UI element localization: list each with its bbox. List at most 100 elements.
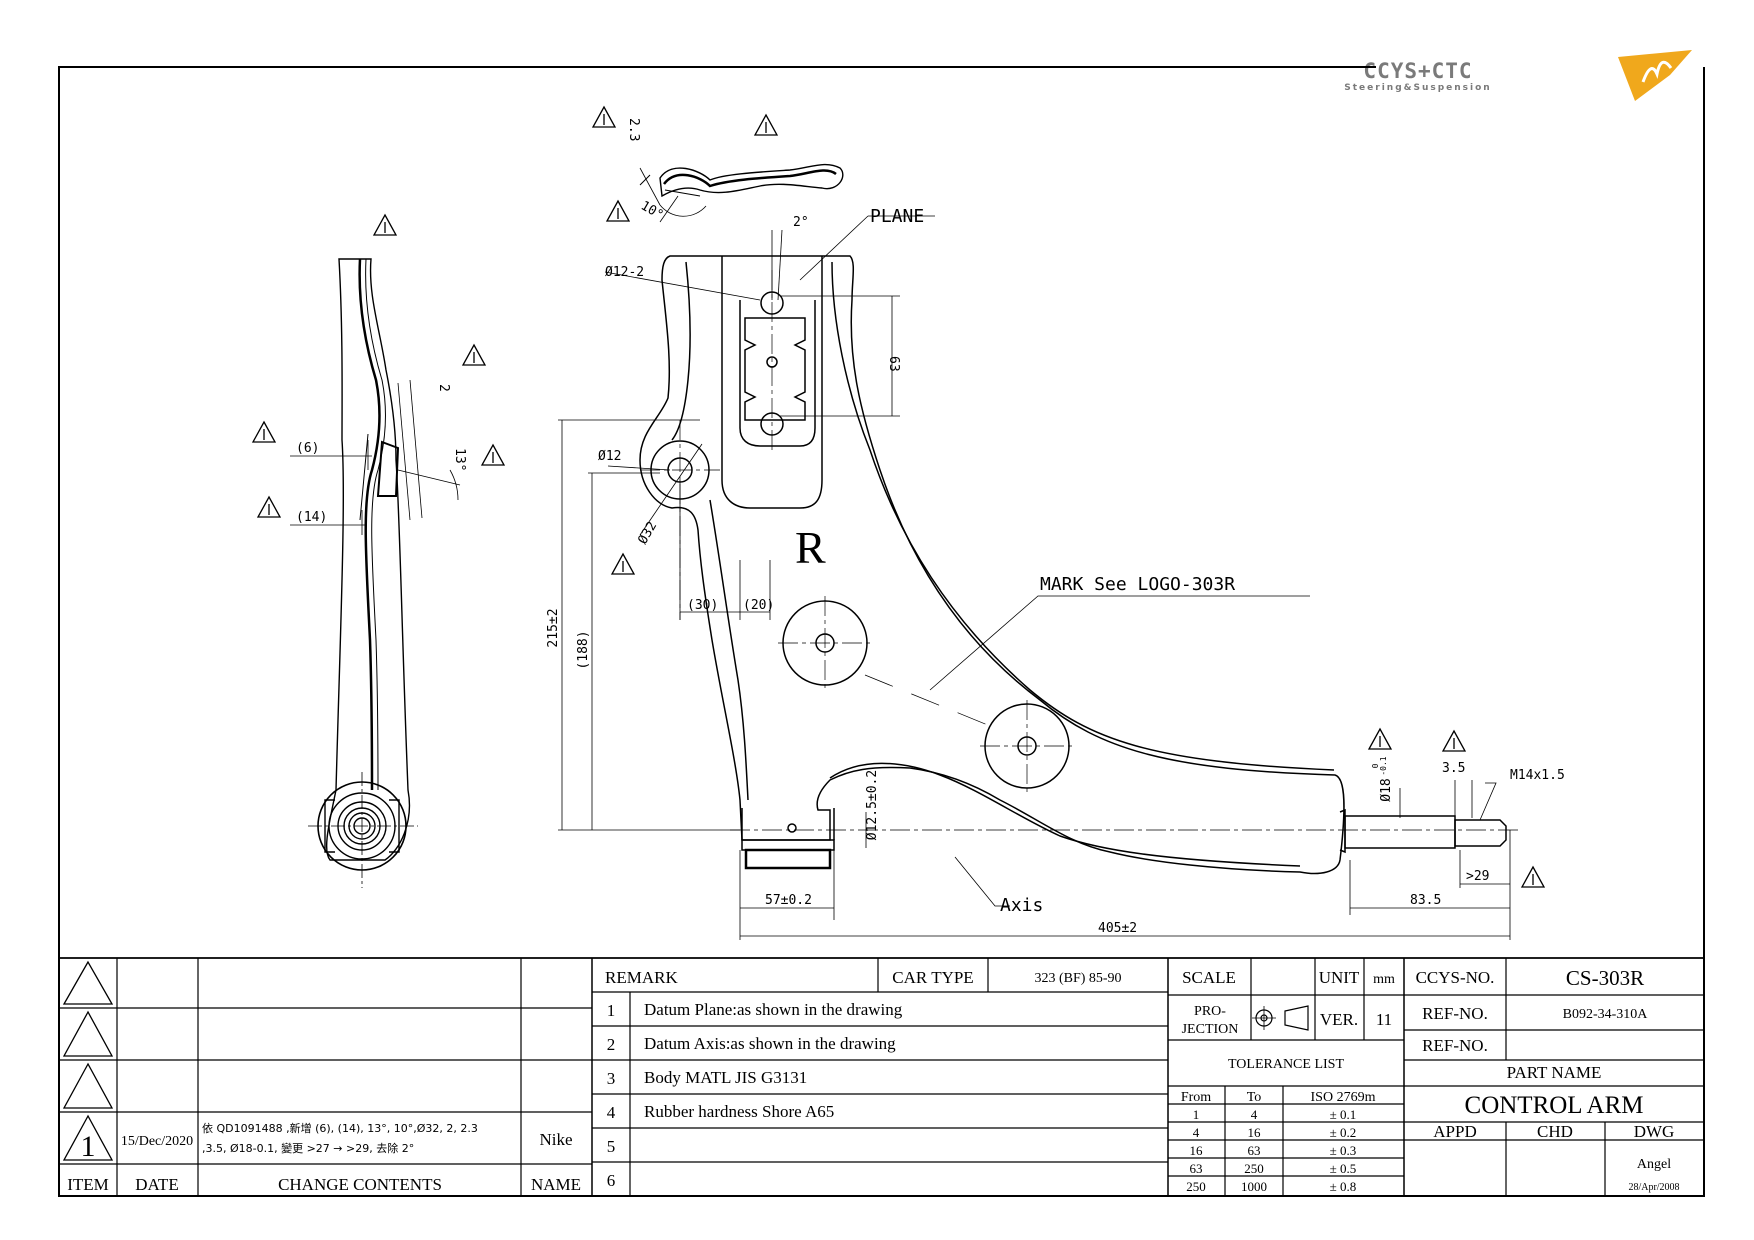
logo-brand: CCYS+CTC xyxy=(1363,59,1472,83)
part-name-value: CONTROL ARM xyxy=(1465,1092,1644,1119)
dia-18: Ø18 xyxy=(1379,778,1394,801)
remark-number: 4 xyxy=(607,1103,616,1122)
remark-number: 6 xyxy=(607,1171,616,1190)
remark-text: Rubber hardness Shore A65 xyxy=(644,1102,834,1121)
angle-13: 13° xyxy=(452,448,467,471)
angle-2: 2° xyxy=(793,215,809,230)
rev-date: 15/Dec/2020 xyxy=(121,1134,193,1149)
tol-from: 1 xyxy=(1193,1107,1200,1122)
ref-no-value: B092-34-310A xyxy=(1563,1007,1649,1022)
tolerance-title: TOLERANCE LIST xyxy=(1228,1057,1344,1072)
dim-188: (188) xyxy=(576,630,591,669)
tol-value: ± 0.1 xyxy=(1330,1107,1357,1122)
dia-12-5: Ø12.5±0.2 xyxy=(865,770,880,840)
unit-label: UNIT xyxy=(1319,968,1360,987)
plane-label: PLANE xyxy=(870,206,924,227)
tol-to: 4 xyxy=(1251,1107,1258,1122)
revision-triangle-icons xyxy=(62,960,114,1161)
dia-32: Ø32 xyxy=(635,519,660,547)
drawn-by: Angel xyxy=(1637,1157,1671,1172)
dia-18-tol-upper: 0 xyxy=(1371,763,1380,768)
rev-change-line1: 依 QD1091488 ,新增 (6), (14), 13°, 10°,Ø32,… xyxy=(202,1121,478,1135)
hole-12: Ø12 xyxy=(598,449,621,464)
ccys-no-value: CS-303R xyxy=(1566,966,1644,990)
logo-emblem-icon xyxy=(1618,50,1692,101)
dwg-label: DWG xyxy=(1634,1122,1675,1141)
dim-30: (30) xyxy=(687,598,718,613)
dim-83-5: 83.5 xyxy=(1410,893,1441,908)
dim-405: 405±2 xyxy=(1098,921,1137,936)
rev-header-name: NAME xyxy=(531,1175,581,1194)
rev-name: Nike xyxy=(539,1130,572,1149)
car-type-label: CAR TYPE xyxy=(892,968,973,987)
rev-header-date: DATE xyxy=(135,1175,178,1194)
scale-label: SCALE xyxy=(1182,968,1236,987)
ref-no-label-2: REF-NO. xyxy=(1422,1036,1488,1055)
projection-symbol-icon xyxy=(1252,1005,1309,1031)
tol-header-std: ISO 2769m xyxy=(1311,1090,1376,1105)
ccys-no-label: CCYS-NO. xyxy=(1416,968,1495,987)
projection-label-line1: PRO- xyxy=(1194,1004,1226,1019)
ver-value: 11 xyxy=(1376,1010,1392,1029)
tol-to: 1000 xyxy=(1241,1179,1267,1194)
tol-value: ± 0.3 xyxy=(1330,1143,1357,1158)
remark-text: Body MATL JIS G3131 xyxy=(644,1068,807,1087)
dim-3-5: 3.5 xyxy=(1442,761,1465,776)
dia-18-tol-lower: -0.1 xyxy=(1379,756,1388,775)
tol-value: ± 0.8 xyxy=(1330,1179,1357,1194)
remark-number: 3 xyxy=(607,1069,616,1088)
rev-item-number: 1 xyxy=(81,1130,96,1163)
side-mark-r: R xyxy=(795,522,826,573)
section-view xyxy=(639,163,844,223)
dim-6: (6) xyxy=(296,441,319,456)
dim-29: >29 xyxy=(1466,869,1489,884)
tol-to: 16 xyxy=(1248,1125,1262,1140)
chd-label: CHD xyxy=(1537,1122,1573,1141)
ref-no-label: REF-NO. xyxy=(1422,1004,1488,1023)
tol-to: 63 xyxy=(1248,1143,1261,1158)
dim-215: 215±2 xyxy=(546,608,561,647)
rev-header-item: ITEM xyxy=(67,1175,109,1194)
dim-63: 63 xyxy=(886,356,901,372)
remark-list: 1 Datum Plane:as shown in the drawing 2 … xyxy=(607,1000,903,1190)
ver-label: VER. xyxy=(1320,1010,1358,1029)
remark-title: REMARK xyxy=(605,968,678,987)
tol-to: 250 xyxy=(1244,1161,1264,1176)
rev-header-change: CHANGE CONTENTS xyxy=(278,1175,442,1194)
section-thickness: 2.3 xyxy=(626,118,641,141)
sheet-border xyxy=(58,66,1705,1197)
dim-14: (14) xyxy=(296,510,327,525)
axis-label: Axis xyxy=(1000,895,1043,916)
side-view xyxy=(290,258,461,888)
title-block-grid xyxy=(59,957,1704,1196)
tol-from: 63 xyxy=(1190,1161,1203,1176)
dim-57: 57±0.2 xyxy=(765,893,812,908)
tol-from: 250 xyxy=(1186,1179,1206,1194)
mark-note: MARK See LOGO-303R xyxy=(1040,574,1235,595)
tol-value: ± 0.2 xyxy=(1330,1125,1357,1140)
dim-2: 2 xyxy=(436,384,451,392)
main-view xyxy=(558,215,1520,940)
unit-value: mm xyxy=(1373,972,1395,987)
appd-label: APPD xyxy=(1433,1122,1476,1141)
part-name-label: PART NAME xyxy=(1507,1063,1602,1082)
hole-12-2: Ø12-2 xyxy=(605,265,644,280)
remark-number: 2 xyxy=(607,1035,616,1054)
tol-from: 16 xyxy=(1190,1143,1204,1158)
tol-from: 4 xyxy=(1193,1125,1200,1140)
remark-text: Datum Plane:as shown in the drawing xyxy=(644,1000,903,1019)
tol-header-to: To xyxy=(1247,1090,1262,1105)
tol-value: ± 0.5 xyxy=(1330,1161,1357,1176)
remark-text: Datum Axis:as shown in the drawing xyxy=(644,1034,896,1053)
thread-m14: M14x1.5 xyxy=(1510,768,1565,783)
remark-number: 1 xyxy=(607,1001,616,1020)
rev-change-line2: ,3.5, Ø18-0.1, 變更 >27 → >29, 去除 2° xyxy=(202,1141,414,1155)
company-logo: CCYS+CTC Steering&Suspension xyxy=(1344,50,1692,101)
projection-label-line2: JECTION xyxy=(1182,1022,1239,1037)
remark-number: 5 xyxy=(607,1137,616,1156)
car-type-value: 323 (BF) 85-90 xyxy=(1034,971,1121,986)
tolerance-list: 1 4 ± 0.1 4 16 ± 0.2 16 63 ± 0.3 63 250 … xyxy=(1186,1107,1356,1194)
drawn-date: 28/Apr/2008 xyxy=(1628,1182,1679,1193)
dim-20: (20) xyxy=(743,598,774,613)
